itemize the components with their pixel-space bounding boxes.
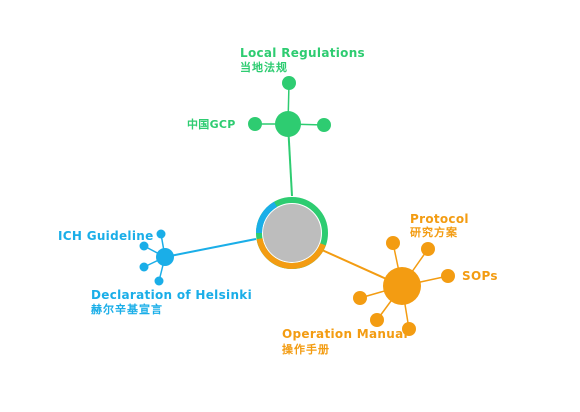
helsinki-label: Declaration of Helsinki bbox=[91, 288, 252, 302]
local-regulations-label: Local Regulations bbox=[240, 46, 365, 60]
protocol-node bbox=[421, 242, 435, 256]
helsinki-zh-label: 赫尔辛基宣言 bbox=[91, 303, 163, 316]
protocol-label: Protocol bbox=[410, 212, 469, 226]
local-regulations-node bbox=[282, 76, 296, 90]
central-core bbox=[263, 204, 321, 262]
orange-node-bottom bbox=[402, 322, 416, 336]
blue-cluster bbox=[139, 229, 174, 286]
green-hub-node bbox=[275, 111, 301, 137]
ich-guideline-label: ICH Guideline bbox=[58, 229, 154, 243]
green-right-node bbox=[317, 118, 331, 132]
china-gcp-label: 中国GCP bbox=[187, 118, 236, 131]
central-node bbox=[255, 197, 328, 269]
blue-node-2 bbox=[139, 241, 149, 251]
ich-guideline-node bbox=[156, 229, 166, 239]
orange-cluster bbox=[353, 236, 455, 336]
blue-hub-node bbox=[156, 248, 174, 266]
central-ring-blue-arc bbox=[255, 201, 278, 234]
connector-blue bbox=[164, 238, 257, 258]
orange-node-left bbox=[353, 291, 367, 305]
operation-manual-node bbox=[370, 313, 384, 327]
orange-hub-node bbox=[383, 267, 421, 305]
helsinki-node bbox=[154, 276, 164, 286]
china-gcp-node bbox=[248, 117, 262, 131]
local-regulations-zh-label: 当地法规 bbox=[240, 61, 288, 74]
green-cluster bbox=[248, 76, 331, 137]
operation-manual-zh-label: 操作手册 bbox=[282, 343, 330, 356]
sops-label: SOPs bbox=[462, 269, 498, 283]
protocol-zh-label: 研究方案 bbox=[410, 226, 458, 239]
central-ring-orange-arc bbox=[256, 238, 326, 269]
sops-node bbox=[441, 269, 455, 283]
operation-manual-label: Operation Manual bbox=[282, 327, 408, 341]
blue-node-3 bbox=[139, 262, 149, 272]
orange-node-top-left bbox=[386, 236, 400, 250]
